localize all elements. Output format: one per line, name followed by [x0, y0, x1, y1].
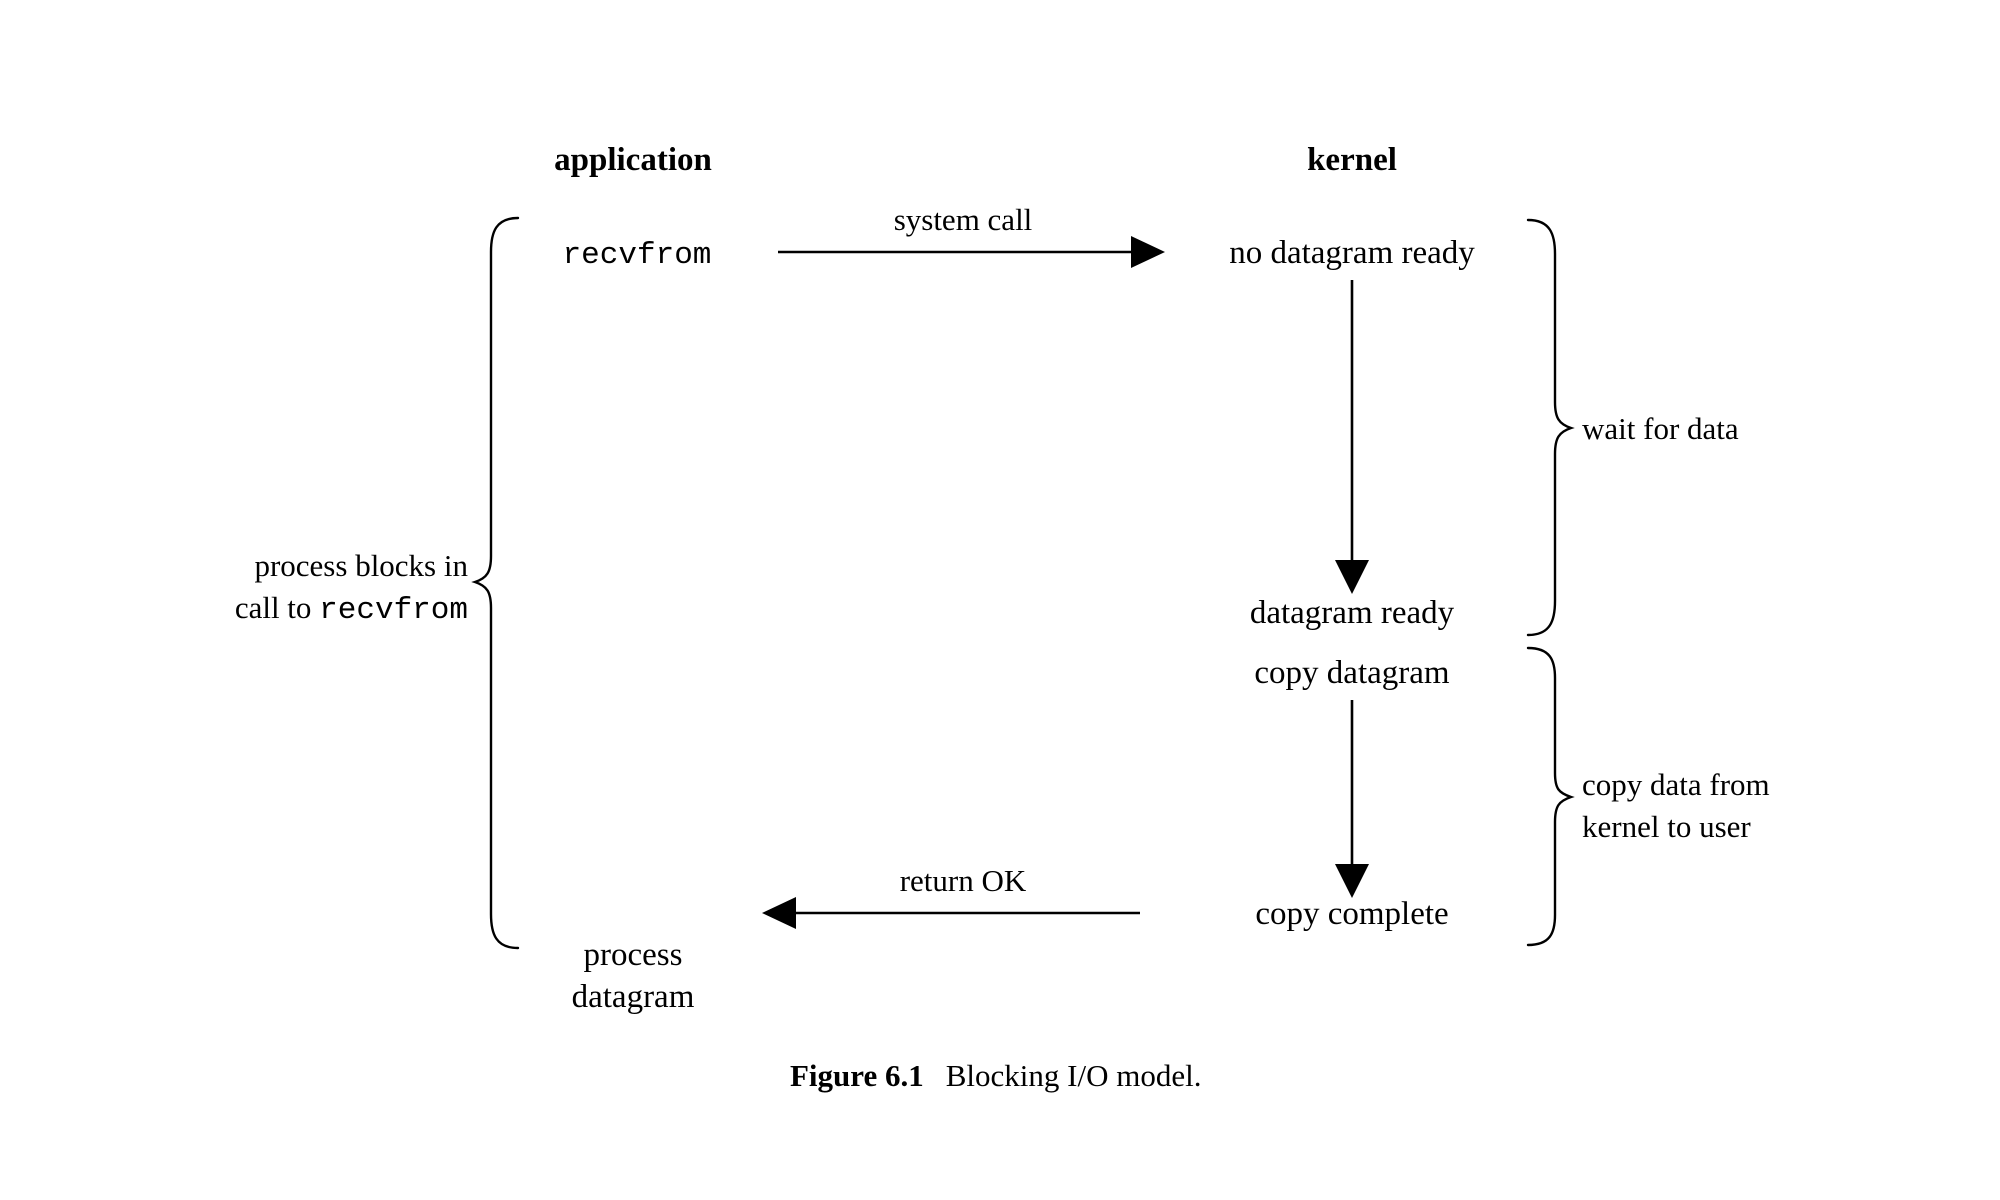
node-recvfrom-call: recvfrom — [563, 238, 712, 273]
copy-data-brace-label-line-2: kernel to user — [1582, 809, 1751, 844]
node-no-datagram-ready: no datagram ready — [1229, 235, 1475, 271]
copy-data-brace-label-line-1: copy data from — [1582, 767, 1770, 802]
system-call-arrow-head — [1131, 236, 1165, 268]
process-blocks-brace — [471, 216, 520, 950]
process-blocks-brace-label-line-1: process blocks in — [254, 548, 468, 583]
kernel-copy-arrow-head — [1335, 864, 1369, 898]
return-ok-arrow-head — [762, 897, 796, 929]
system-call-arrow-label: system call — [894, 202, 1033, 237]
node-copy-datagram: copy datagram — [1254, 655, 1449, 691]
figure-caption-label: Figure 6.1 — [790, 1058, 924, 1093]
column-header-kernel: kernel — [1307, 142, 1397, 178]
wait-for-data-brace — [1526, 218, 1575, 637]
node-process-datagram-line-2: datagram — [572, 979, 695, 1015]
node-process-datagram-line-1: process — [584, 937, 683, 973]
return-ok-arrow-label: return OK — [900, 863, 1027, 898]
process-blocks-brace-label-line-2-prefix: call to — [235, 590, 319, 625]
kernel-wait-arrow-head — [1335, 560, 1369, 594]
node-copy-complete: copy complete — [1255, 896, 1448, 932]
process-blocks-brace-label-line-2-code: recvfrom — [319, 593, 468, 628]
wait-for-data-brace-label: wait for data — [1582, 411, 1739, 446]
process-blocks-brace-label-line-2: call to recvfrom — [235, 590, 468, 628]
figure-caption-text: Blocking I/O model. — [946, 1058, 1202, 1093]
copy-data-brace — [1526, 646, 1575, 947]
figure-caption: Figure 6.1 Blocking I/O model. — [790, 1058, 1201, 1093]
column-header-application: application — [554, 142, 712, 178]
node-datagram-ready: datagram ready — [1250, 595, 1455, 631]
